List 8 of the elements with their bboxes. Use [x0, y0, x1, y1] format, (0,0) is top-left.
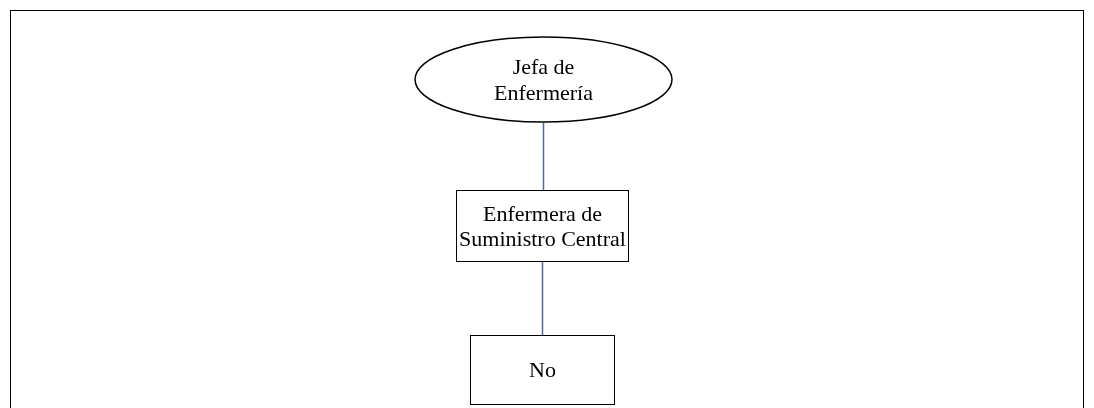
connector-line — [542, 122, 545, 191]
process-box — [456, 190, 629, 262]
node-label: Enfermera de Suministro Central — [458, 200, 627, 252]
node-label: No — [529, 357, 556, 383]
node-label: Jefa de Enfermería — [493, 54, 594, 105]
ellipse-node — [414, 36, 673, 123]
process-box — [470, 335, 615, 405]
connector-line — [541, 261, 544, 336]
